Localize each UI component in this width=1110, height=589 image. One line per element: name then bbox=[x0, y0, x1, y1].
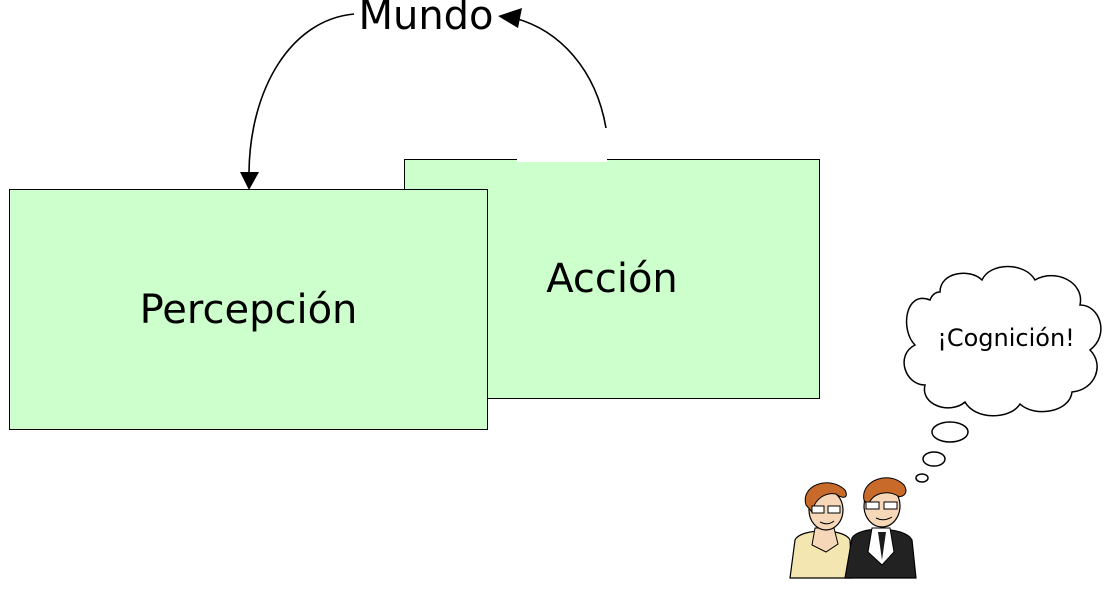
percepcion-label: Percepción bbox=[139, 286, 358, 333]
arrow-mundo-to-percepcion bbox=[248, 13, 355, 173]
accion-label: Acción bbox=[546, 256, 678, 302]
thought-dot-large bbox=[931, 421, 969, 443]
thought-dot-small bbox=[915, 473, 929, 483]
mundo-label: Mundo bbox=[358, 0, 494, 46]
thought-dot-medium bbox=[922, 451, 946, 467]
arrowhead-mundo bbox=[498, 8, 522, 28]
arrow-accion-to-mundo bbox=[513, 17, 607, 129]
people-clipart bbox=[789, 477, 917, 579]
thought-bubble-text: ¡Cognición! bbox=[937, 324, 1075, 352]
percepcion-box: Percepción bbox=[9, 189, 488, 430]
thought-cloud bbox=[903, 265, 1102, 483]
arrowhead-percepcion bbox=[240, 172, 259, 190]
accion-box-gap bbox=[517, 156, 607, 162]
